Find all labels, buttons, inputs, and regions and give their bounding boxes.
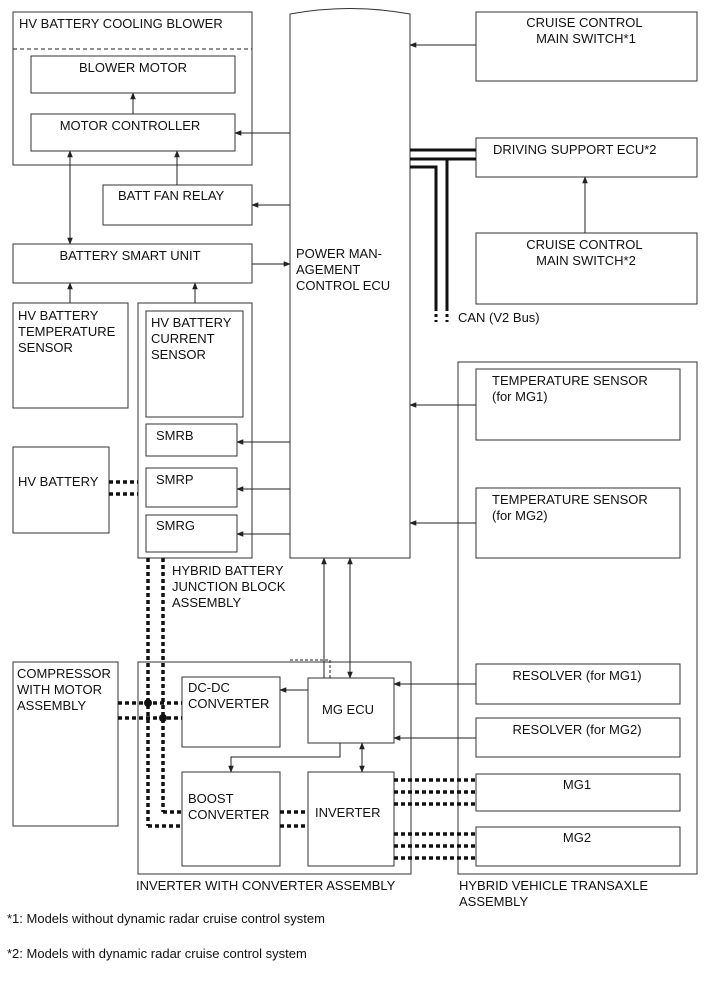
mg-ecu-label: MG ECU — [322, 702, 374, 717]
compressor-block — [12, 661, 119, 827]
hv-battery-temp-sensor-label: HV BATTERY TEMPERATURE SENSOR — [18, 308, 119, 355]
temp-sensor-mg2-block — [475, 487, 681, 559]
mg-ecu-block — [307, 677, 395, 744]
smrg-block — [145, 514, 238, 553]
resolver-mg1-label: RESOLVER (for MG1) — [512, 668, 641, 683]
arrow-mgecu-to-boost — [228, 743, 341, 773]
smrb-label: SMRB — [156, 428, 194, 443]
transaxle-assembly-label: HYBRID VEHICLE TRANSAXLE ASSEMBLY — [459, 878, 652, 909]
can-bus-label: CAN (V2 Bus) — [458, 310, 540, 325]
blower-motor-label: BLOWER MOTOR — [79, 60, 187, 75]
dashed-ecu-to-mgecu — [290, 659, 331, 680]
compressor-label: COMPRESSOR WITH MOTOR ASSEMBLY — [17, 666, 115, 713]
mg1-label: MG1 — [563, 777, 591, 792]
batt-fan-relay-block — [102, 184, 253, 226]
ccms2-label: CRUISE CONTROL MAIN SWITCH*2 — [526, 237, 645, 268]
footnote-2: *2: Models with dynamic radar cruise con… — [7, 946, 307, 961]
hv-battery-current-sensor-block — [145, 310, 244, 418]
hv-battery-temp-sensor-block — [12, 302, 129, 409]
blower-motor-block — [30, 55, 236, 94]
resolver-mg2-block — [475, 717, 681, 758]
junction-block-label: HYBRID BATTERY JUNCTION BLOCK ASSEMBLY — [172, 563, 289, 610]
boost-converter-label: BOOST CONVERTER — [188, 791, 269, 822]
resolver-mg2-label: RESOLVER (for MG2) — [512, 722, 641, 737]
dcdc-converter-block — [181, 676, 281, 748]
temp-sensor-mg1-label: TEMPERATURE SENSOR (for MG1) — [492, 373, 651, 404]
temp-sensor-mg1-block — [475, 368, 681, 441]
smrg-label: SMRG — [156, 518, 195, 533]
hv-cooling-blower-label: HV BATTERY COOLING BLOWER — [19, 16, 223, 31]
cruise-control-main-switch-1-block — [475, 11, 698, 82]
smrb-block — [145, 423, 238, 457]
ccms1-label: CRUISE CONTROL MAIN SWITCH*1 — [526, 15, 645, 46]
inverter-block — [307, 771, 395, 867]
temp-sensor-mg2-label: TEMPERATURE SENSOR (for MG2) — [492, 492, 651, 523]
hv-battery-block — [12, 446, 110, 534]
dcdc-converter-label: DC-DC CONVERTER — [188, 680, 269, 711]
battery-smart-unit-block — [12, 243, 253, 284]
smrp-block — [145, 467, 238, 508]
power-management-ecu-label: POWER MAN- AGEMENT CONTROL ECU — [296, 246, 390, 293]
can-bus-lines — [410, 148, 476, 322]
inverter-assembly-label: INVERTER WITH CONVERTER ASSEMBLY — [136, 878, 396, 893]
hv-battery-current-sensor-label: HV BATTERY CURRENT SENSOR — [151, 315, 235, 362]
mg2-block — [475, 826, 681, 867]
battery-smart-unit-label: BATTERY SMART UNIT — [59, 248, 200, 263]
resolver-mg1-block — [475, 663, 681, 705]
high-voltage-lines — [109, 480, 476, 860]
inverter-label: INVERTER — [315, 805, 381, 820]
smrp-label: SMRP — [156, 472, 194, 487]
mg2-label: MG2 — [563, 830, 591, 845]
driving-support-ecu-label: DRIVING SUPPORT ECU*2 — [493, 142, 657, 157]
power-management-ecu-block — [289, 8, 411, 559]
mg1-block — [475, 773, 681, 812]
batt-fan-relay-label: BATT FAN RELAY — [118, 188, 225, 203]
cruise-control-main-switch-2-block — [475, 232, 698, 305]
footnote-1: *1: Models without dynamic radar cruise … — [7, 911, 325, 926]
boost-converter-block — [181, 771, 281, 867]
hv-battery-label: HV BATTERY — [18, 474, 99, 489]
motor-controller-label: MOTOR CONTROLLER — [60, 118, 201, 133]
